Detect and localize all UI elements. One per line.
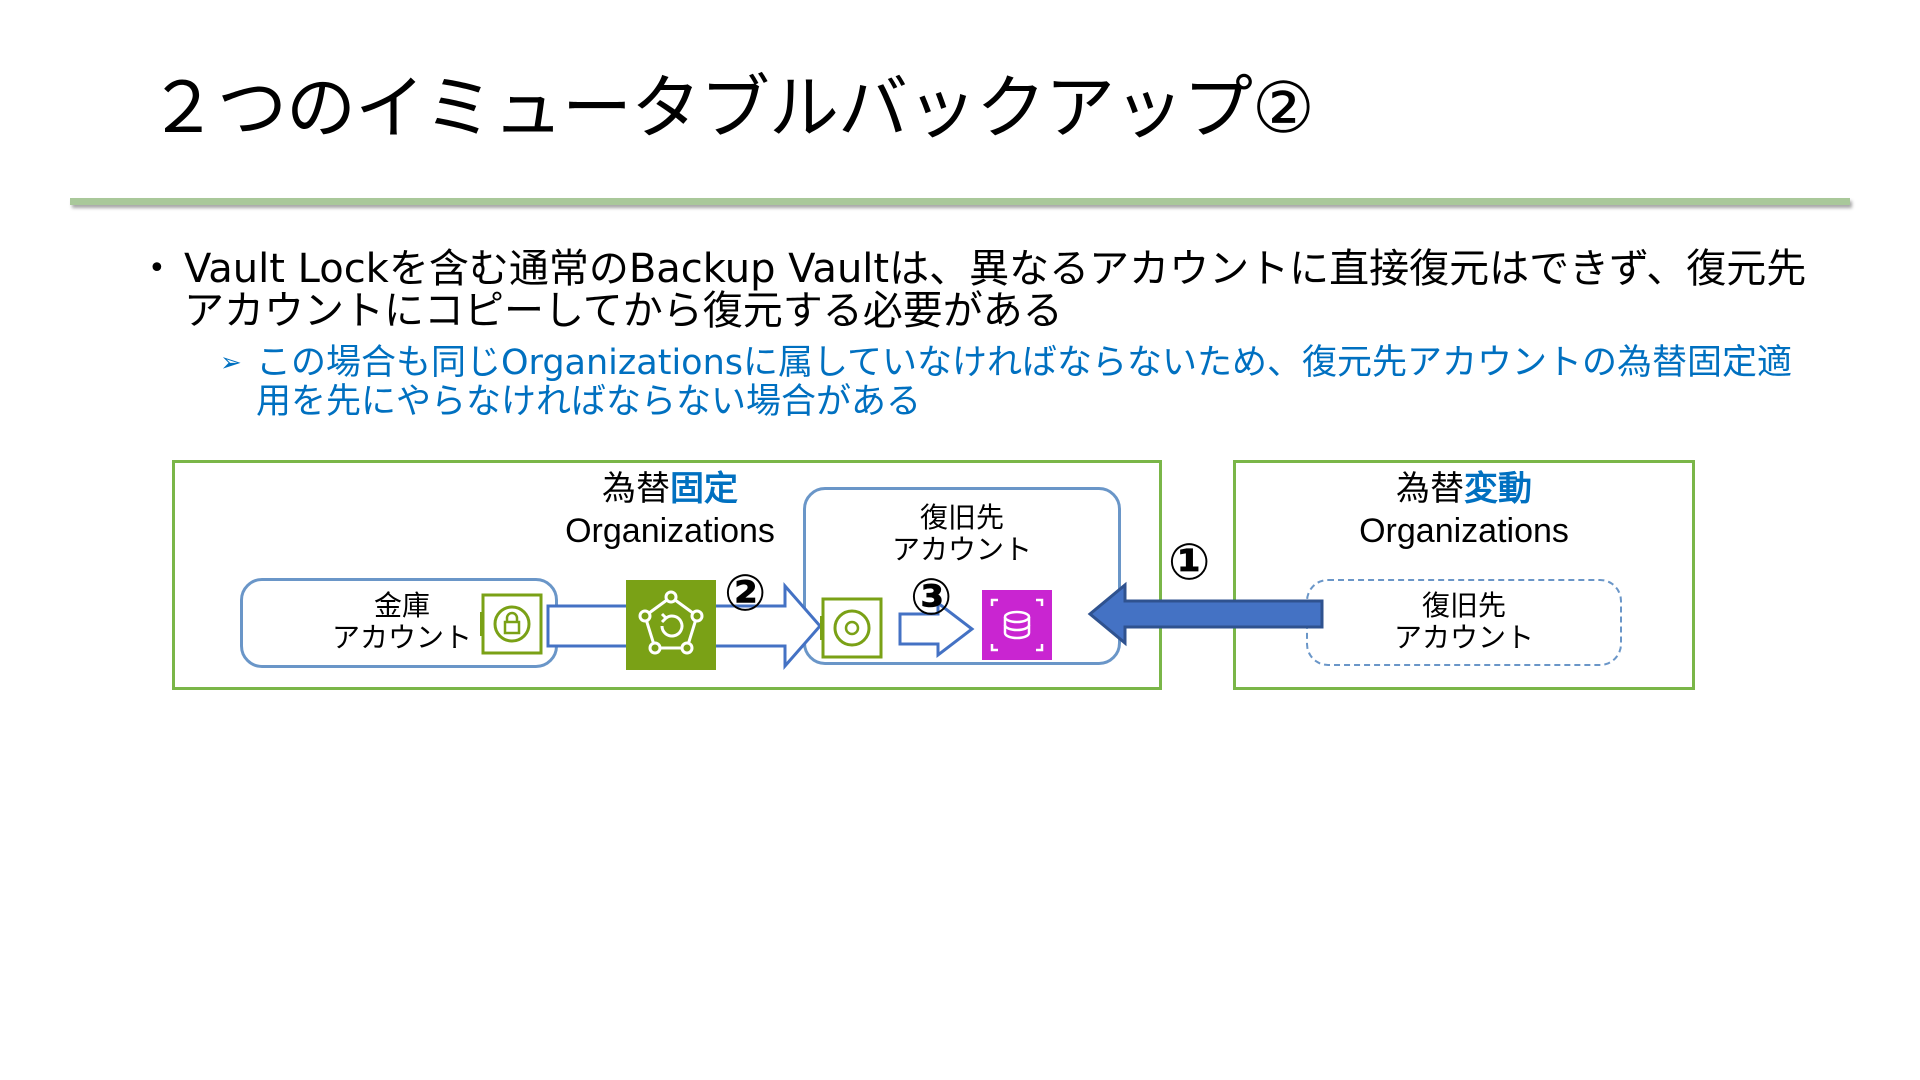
- rds-database-icon: [982, 590, 1052, 664]
- bullet-main-text: Vault Lockを含む通常のBackup Vaultは、異なるアカウントに直…: [184, 246, 1807, 334]
- remote-restore-account-line2: アカウント: [1393, 622, 1534, 653]
- org-variable-title: 為替変動 Organizations: [1314, 468, 1614, 552]
- org-fixed-title: 為替固定 Organizations: [520, 468, 820, 552]
- org-variable-title-prefix: 為替: [1396, 470, 1464, 508]
- org-fixed-title-prefix: 為替: [602, 470, 670, 508]
- bullet-sub-text: この場合も同じOrganizationsに属していなければならないため、復元先ア…: [256, 343, 1792, 422]
- restore-account-label: 復旧先 アカウント: [880, 502, 1044, 566]
- restore-account-line2: アカウント: [891, 534, 1032, 565]
- remote-restore-account-label: 復旧先 アカウント: [1382, 590, 1546, 654]
- organizations-icon: [626, 580, 716, 674]
- restore-arrow: [898, 599, 975, 659]
- slide-title: ２つのイミュータブルバックアップ②: [148, 67, 1315, 149]
- bullet-arrow-icon: ➢: [220, 348, 242, 378]
- restore-account-line1: 復旧先: [919, 502, 1004, 533]
- remote-restore-account-line1: 復旧先: [1421, 590, 1506, 621]
- vault-account-label: 金庫 アカウント: [328, 590, 476, 654]
- backup-vault-icon: [820, 596, 884, 664]
- org-fixed-title-line2: Organizations: [565, 512, 775, 550]
- backup-vault-lock-icon: [480, 592, 544, 660]
- step-2-number: ②: [724, 564, 767, 622]
- vault-account-line1: 金庫: [373, 590, 430, 621]
- move-account-arrow: [1087, 581, 1324, 647]
- org-variable-title-highlight: 変動: [1464, 470, 1532, 508]
- bullet-dot: •: [148, 251, 166, 286]
- step-1-number: ①: [1168, 533, 1211, 591]
- vault-account-line2: アカウント: [331, 622, 472, 653]
- org-fixed-title-highlight: 固定: [670, 470, 738, 508]
- step-3-number: ③: [910, 568, 953, 626]
- org-variable-title-line2: Organizations: [1359, 512, 1569, 550]
- title-divider: [70, 198, 1850, 205]
